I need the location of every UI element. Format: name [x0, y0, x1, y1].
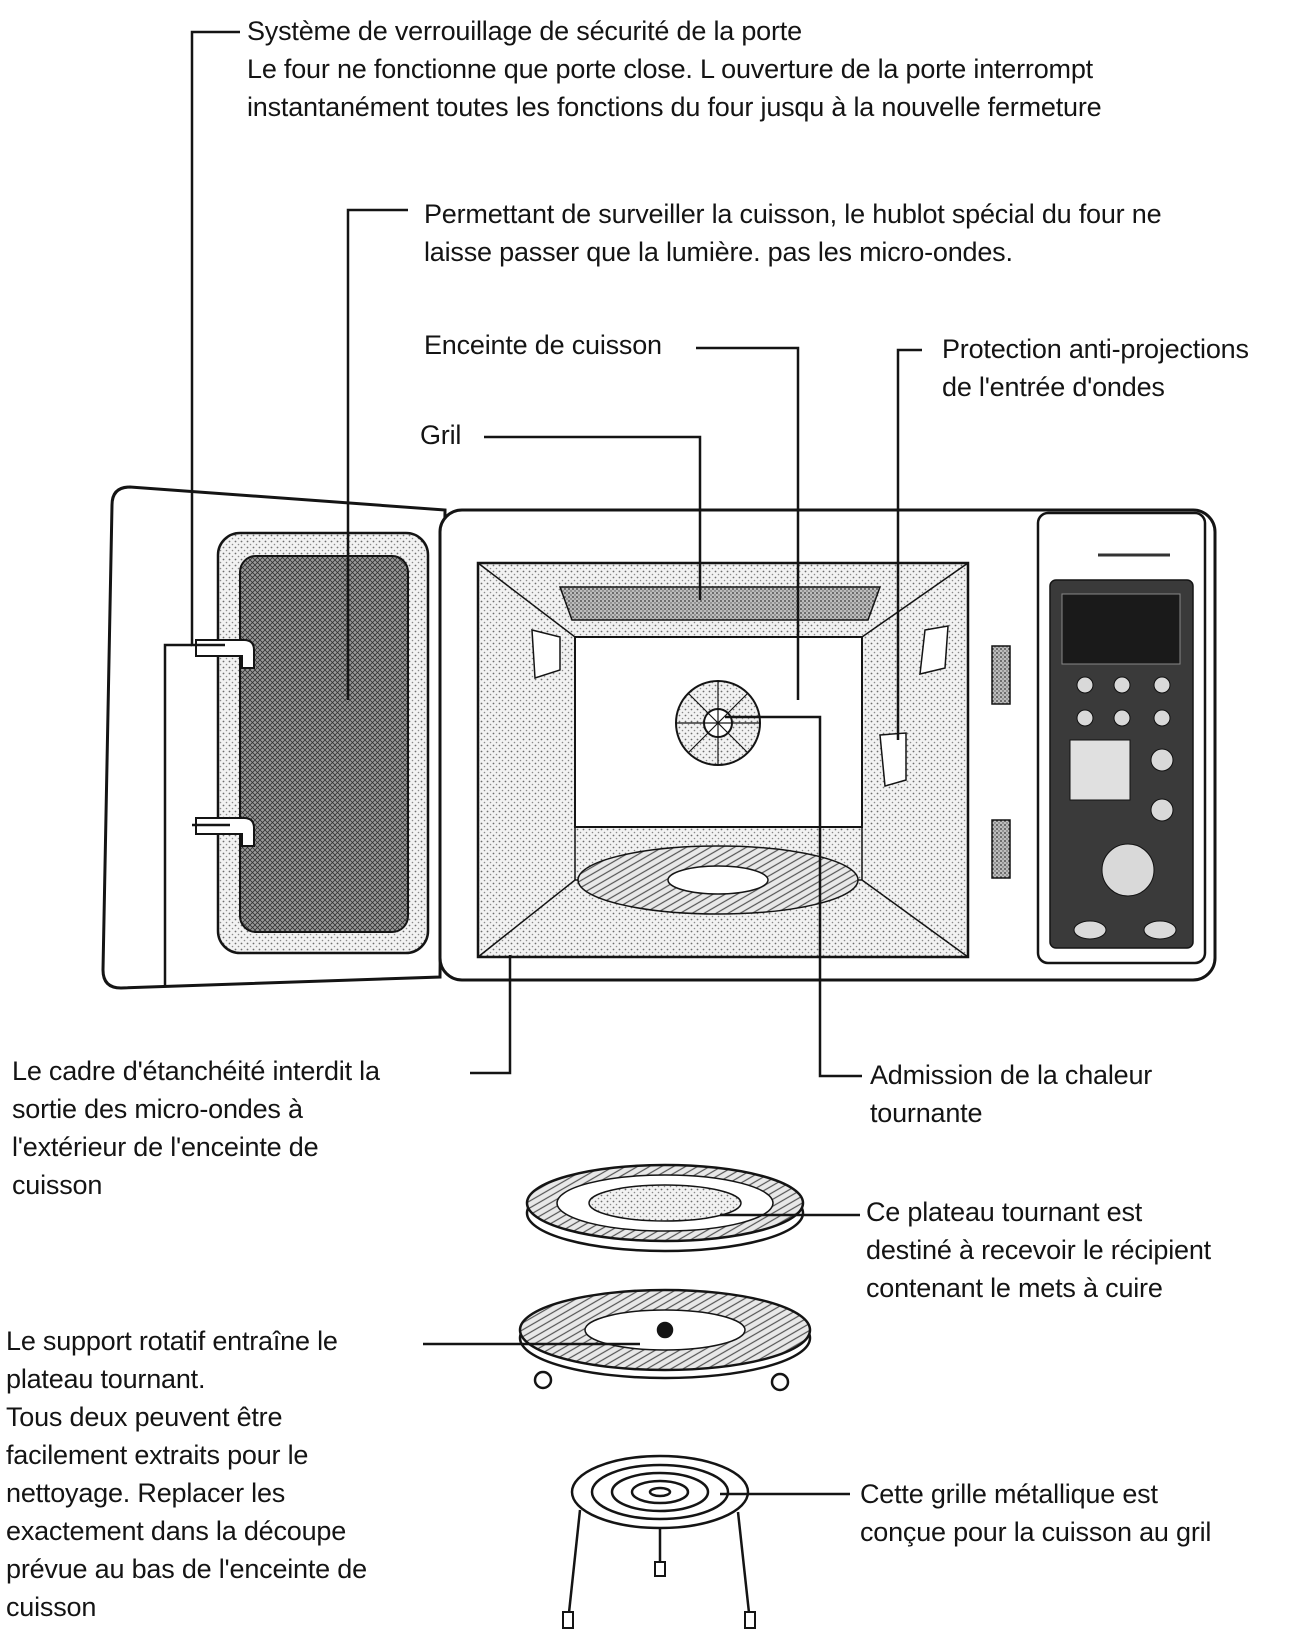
label-line: Système de verrouillage de sécurité de l… — [247, 16, 802, 46]
label-line: Enceinte de cuisson — [424, 330, 662, 360]
roller-ring-illustration — [518, 1288, 812, 1392]
label-line: cuisson — [6, 1592, 97, 1622]
label-line: contenant le mets à cuire — [866, 1273, 1163, 1303]
leader-cavity — [696, 346, 800, 700]
door-window-mesh — [239, 555, 409, 933]
label-grill: Gril — [420, 416, 461, 454]
label-line: laisse passer que la lumière. pas les mi… — [424, 237, 1013, 267]
latch-slot-top — [991, 645, 1011, 705]
latch-slot-bottom — [991, 819, 1011, 879]
right-vent — [919, 625, 949, 675]
label-line: tournante — [870, 1098, 983, 1128]
door-latch-top — [195, 639, 255, 669]
label-line: l'extérieur de l'enceinte de — [12, 1132, 319, 1162]
leader-hot-air — [725, 715, 862, 1078]
leader-window — [346, 208, 408, 700]
grill-element — [558, 586, 882, 621]
label-hot-air-inlet: Admission de la chaleur tournante — [870, 1056, 1152, 1132]
label-line: Gril — [420, 420, 462, 450]
label-wire-rack: Cette grille métallique est conçue pour … — [860, 1475, 1211, 1551]
label-line: conçue pour la cuisson au gril — [860, 1517, 1212, 1547]
leader-splash-guard — [896, 348, 922, 740]
label-line: prévue au bas de l'enceinte de — [6, 1554, 367, 1584]
leader-grill — [484, 435, 702, 600]
splash-guard-panel — [879, 732, 907, 787]
label-line: instantanément toutes les fonctions du f… — [247, 92, 1102, 122]
label-cavity: Enceinte de cuisson — [424, 326, 662, 364]
label-splash-guard: Protection anti-projections de l'entrée … — [942, 330, 1249, 406]
leader-door-lock — [190, 30, 240, 647]
label-line: Admission de la chaleur — [870, 1060, 1153, 1090]
label-line: sortie des micro-ondes à — [12, 1094, 303, 1124]
label-turntable: Ce plateau tournant est destiné à recevo… — [866, 1193, 1211, 1307]
left-vent — [531, 629, 561, 680]
label-line: Protection anti-projections — [942, 334, 1249, 364]
display-screen — [1061, 593, 1181, 665]
grill-rack-illustration — [562, 1454, 756, 1629]
label-line: facilement extraits pour le — [6, 1440, 309, 1470]
leader-lines — [163, 30, 922, 1496]
microwave-oven-illustration — [101, 485, 1217, 990]
label-seal-frame: Le cadre d'étanchéité interdit la sortie… — [12, 1052, 380, 1204]
label-line: Le four ne fonctionne que porte close. L… — [247, 54, 1093, 84]
label-line: destiné à recevoir le récipient — [866, 1235, 1211, 1265]
control-buttons — [1069, 676, 1177, 940]
label-window: Permettant de surveiller la cuisson, le … — [424, 195, 1162, 271]
label-line: Ce plateau tournant est — [866, 1197, 1143, 1227]
label-line: de l'entrée d'ondes — [942, 372, 1165, 402]
label-line: nettoyage. Replacer les — [6, 1478, 286, 1508]
label-line: plateau tournant. — [6, 1364, 206, 1394]
label-roller-ring: Le support rotatif entraîne le plateau t… — [6, 1322, 367, 1626]
label-line: Permettant de surveiller la cuisson, le … — [424, 199, 1162, 229]
convection-fan — [675, 680, 761, 766]
turntable-plate-illustration — [525, 1163, 805, 1253]
label-line: cuisson — [12, 1170, 103, 1200]
label-line: Tous deux peuvent être — [6, 1402, 283, 1432]
label-line: Le cadre d'étanchéité interdit la — [12, 1056, 380, 1086]
leader-seal-frame — [470, 955, 512, 1075]
label-line: Le support rotatif entraîne le — [6, 1326, 338, 1356]
label-line: Cette grille métallique est — [860, 1479, 1158, 1509]
label-line: exactement dans la découpe — [6, 1516, 347, 1546]
label-door-lock: Système de verrouillage de sécurité de l… — [247, 12, 1102, 126]
